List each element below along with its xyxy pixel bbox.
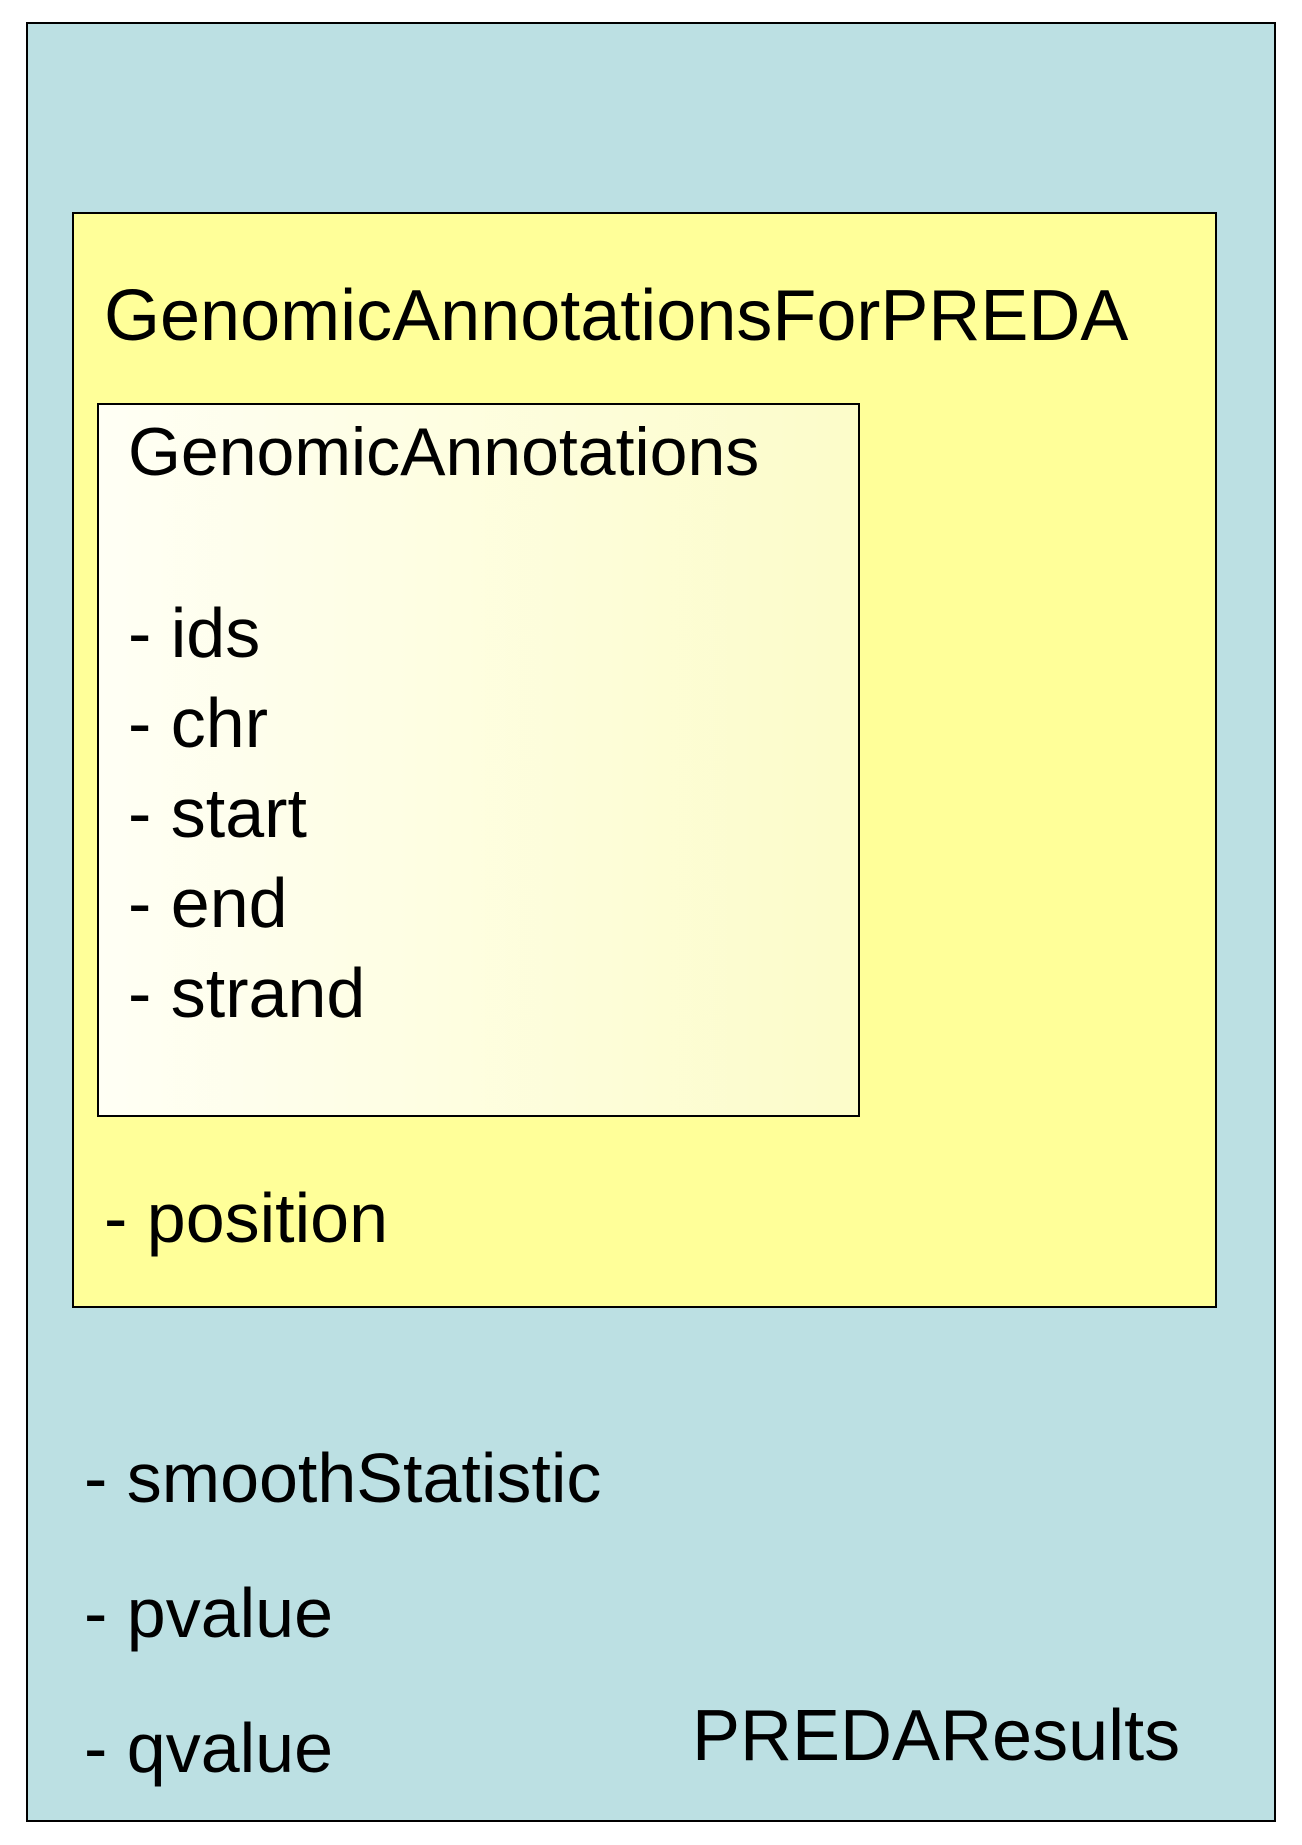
preda-results-title: PREDAResults xyxy=(692,1696,1181,1776)
field-smooth-statistic: - smoothStatistic xyxy=(84,1439,602,1517)
field-position: - position xyxy=(104,1179,389,1257)
genomic-annotations-for-preda-title: GenomicAnnotationsForPREDA xyxy=(104,276,1129,356)
field-strand: - strand xyxy=(128,954,366,1032)
genomic-annotations-title: GenomicAnnotations xyxy=(128,414,760,490)
field-end: - end xyxy=(128,864,288,942)
genomic-annotations-box xyxy=(97,403,860,1117)
field-start: - start xyxy=(128,774,307,852)
field-chr: - chr xyxy=(128,684,268,762)
field-ids: - ids xyxy=(128,594,261,672)
field-pvalue: - pvalue xyxy=(84,1574,334,1652)
field-qvalue: - qvalue xyxy=(84,1709,334,1787)
